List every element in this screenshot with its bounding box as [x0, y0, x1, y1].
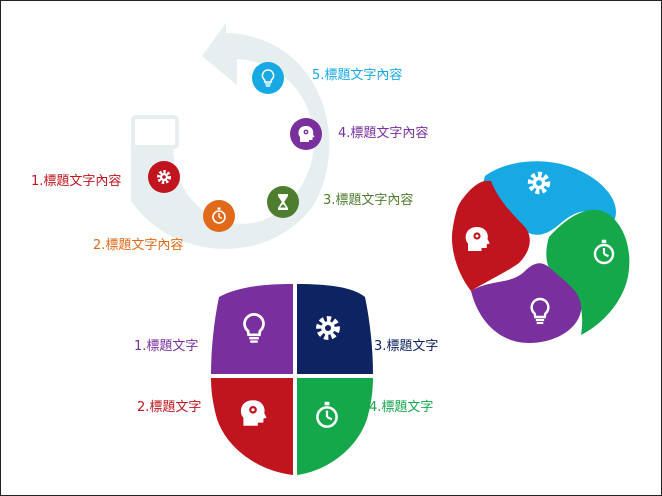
gear-icon [531, 175, 547, 191]
cycle-node-2 [203, 200, 235, 232]
cycle-label-5: 5.標題文字內容 [312, 68, 403, 83]
cycle-node-1 [148, 161, 180, 193]
arrow-tail-box [131, 115, 179, 149]
petal-right [546, 209, 630, 335]
shield-diagram [211, 284, 373, 475]
petal-bottom [471, 263, 582, 343]
cycle-label-3: 3.標題文字內容 [323, 193, 414, 208]
cycle-label-4: 4.標題文字內容 [338, 126, 429, 141]
gear-icon [320, 320, 337, 337]
circular-arrow-shape [131, 23, 330, 249]
petal-top [483, 161, 616, 235]
cycle-node-5 [252, 62, 284, 94]
shield-quadrant-4 [297, 378, 373, 475]
shield-label-3: 3.標題文字 [374, 339, 439, 354]
petal-left [451, 180, 530, 291]
cycle-node-4 [290, 118, 322, 150]
petal-circle-diagram [451, 161, 630, 343]
cycle-diagram [131, 23, 330, 249]
cycle-label-2: 2.標題文字內容 [93, 238, 184, 253]
shield-label-1: 1.標題文字 [134, 339, 199, 354]
shield-quadrant-1 [211, 284, 293, 374]
cycle-node-3 [267, 186, 299, 218]
shield-label-4: 4.標題文字 [369, 400, 434, 415]
shield-label-2: 2.標題文字 [137, 400, 202, 415]
shield-quadrant-2 [211, 378, 293, 475]
gear-icon [157, 170, 171, 184]
cycle-label-1: 1.標題文字內容 [31, 174, 122, 189]
